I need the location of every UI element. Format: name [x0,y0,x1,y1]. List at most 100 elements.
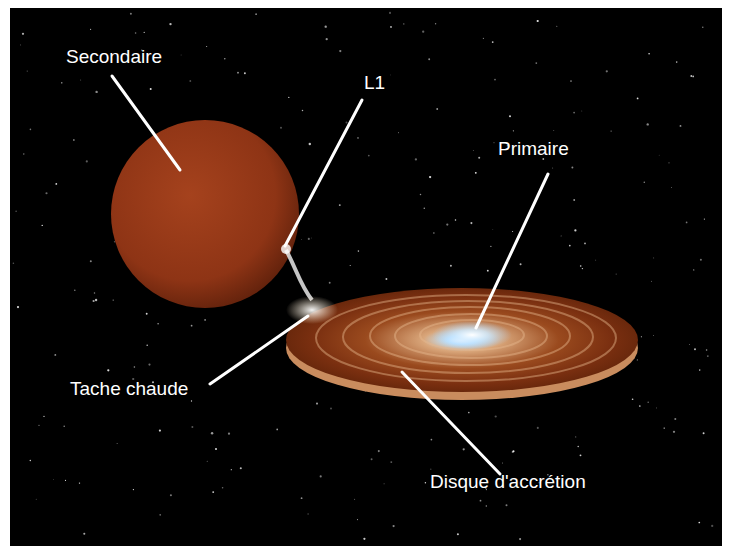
star-dot [191,426,193,428]
star-dot [350,265,351,266]
star-dot [455,219,456,220]
star-dot [693,269,694,270]
star-dot [556,26,557,27]
star-dot [80,79,81,80]
star-dot [644,181,646,183]
star-dot [240,467,242,469]
star-dot [569,245,571,247]
star-dot [512,450,514,452]
star-dot [170,494,172,496]
star-dot [647,401,649,403]
star-dot [86,160,88,162]
star-dot [368,155,370,157]
star-dot [537,20,539,22]
star-dot [702,26,703,27]
star-dot [656,407,658,409]
star-dot [148,364,150,366]
star-dot [653,257,655,259]
star-dot [700,259,702,261]
star-dot [228,433,230,435]
star-dot [357,137,358,138]
star-dot [316,403,318,405]
star-dot [90,29,91,30]
star-dot [45,192,47,194]
star-dot [358,250,360,252]
star-dot [307,513,308,514]
star-dot [680,125,682,127]
star-dot [428,58,430,60]
star-dot [580,454,582,456]
star-dot [647,123,649,125]
star-dot [653,335,655,337]
star-dot [378,450,380,452]
star-dot [424,208,426,210]
star-dot [475,172,477,174]
star-dot [463,448,465,450]
star-dot [490,246,491,247]
star-dot [134,366,136,368]
star-dot [581,110,583,112]
star-dot [595,259,597,261]
star-dot [330,408,332,410]
star-dot [133,489,134,490]
star-dot [146,313,148,315]
star-dot [384,483,385,484]
star-dot [41,225,42,226]
star-dot [415,158,417,160]
star-dot [325,26,327,28]
star-dot [505,504,507,506]
star-dot [215,448,217,450]
star-dot [435,23,436,24]
leader-lines [112,76,548,474]
star-dot [611,131,612,132]
star-dot [673,431,675,433]
star-dot [23,153,24,154]
star-dot [473,150,474,151]
star-dot [478,157,480,159]
star-dot [329,282,331,284]
star-dot [674,418,676,420]
star-dot [639,405,641,407]
star-dot [308,238,310,240]
star-dot [468,412,470,414]
star-dot [584,242,586,244]
star-dot [157,323,158,324]
star-dot [107,369,109,371]
star-dot [480,500,482,502]
star-dot [211,432,213,434]
star-dot [52,479,54,481]
star-dot [224,58,225,59]
secondary-label: Secondaire [66,46,162,69]
star-dot [65,480,66,481]
star-dot [492,229,494,231]
star-dot [422,31,424,33]
star-dot [494,79,496,81]
star-dot [492,41,494,43]
star-dot [637,98,639,100]
star-dot [509,115,511,117]
star-dot [339,50,341,52]
star-dot [310,237,312,239]
star-dot [206,460,208,462]
star-dot [694,348,696,350]
star-dot [676,61,678,63]
star-dot [512,451,514,453]
star-dot [204,319,206,321]
star-dot [519,538,521,540]
star-dot [689,344,691,346]
star-dot [63,425,65,427]
star-dot [27,71,28,72]
star-dot [146,344,148,346]
star-dot [15,210,16,211]
star-dot [390,26,392,28]
star-dot [35,498,37,500]
star-dot [575,436,576,437]
star-dot [512,231,513,232]
star-dot [641,336,642,337]
star-dot [470,222,472,224]
star-dot [704,218,705,219]
lagrange-point-label: L1 [364,72,385,95]
star-dot [212,491,214,493]
star-dot [560,235,562,237]
star-dot [571,167,573,169]
